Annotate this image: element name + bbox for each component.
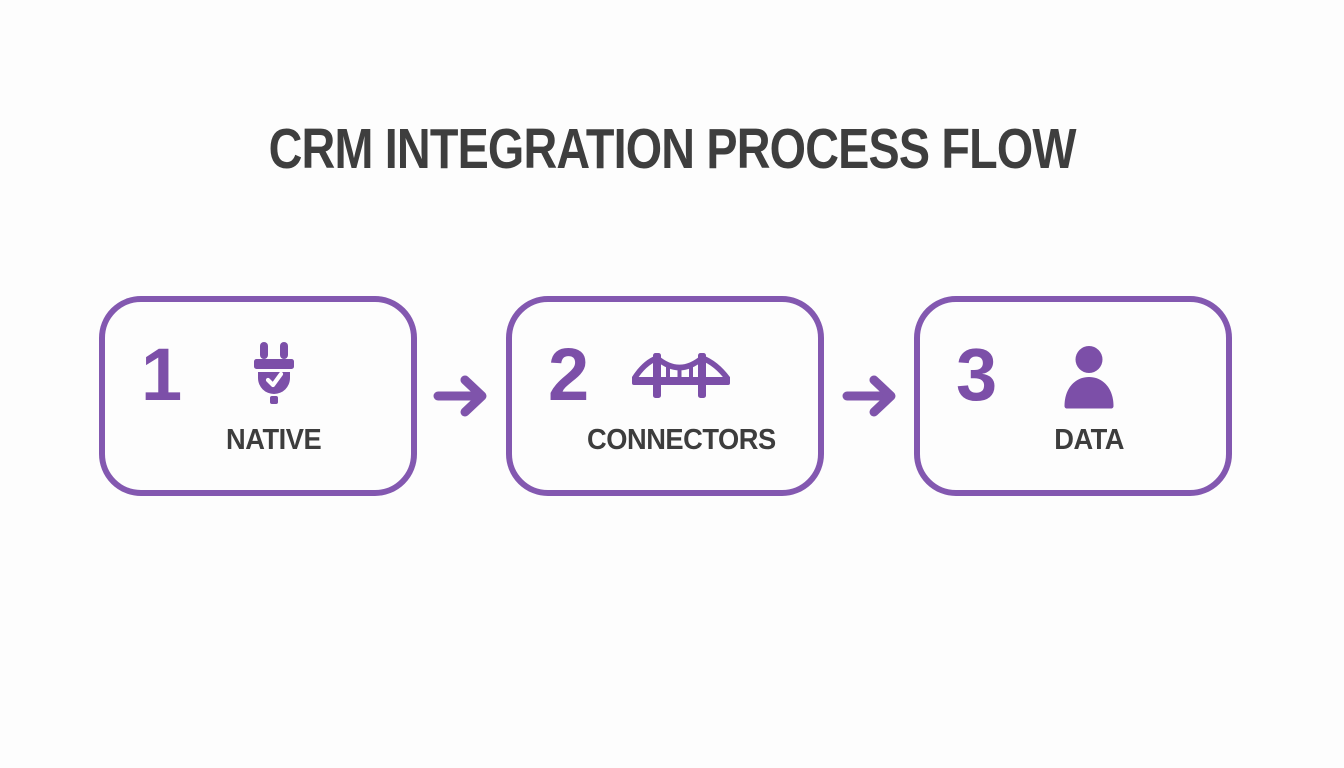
step-icon-wrap — [528, 350, 834, 400]
step-label: DATA — [936, 424, 1242, 457]
step-box-connectors: 2 CONNECTORS — [506, 296, 824, 496]
step-number: 2 — [548, 333, 590, 416]
step-box-data: 3 DATA — [914, 296, 1232, 496]
bridge-icon — [632, 350, 730, 400]
step-number: 1 — [141, 333, 183, 416]
person-icon — [1061, 344, 1117, 410]
page-title-text: CRM INTEGRATION PROCESS FLOW — [268, 117, 1076, 181]
step-label-text: CONNECTORS — [586, 424, 776, 456]
step-label-text: NATIVE — [226, 424, 322, 456]
step-number: 3 — [956, 333, 998, 416]
arrow-right-icon — [433, 372, 491, 420]
step-box-native: 1 NATIVE — [99, 296, 417, 496]
step-label: NATIVE — [121, 424, 427, 457]
arrow-right-icon — [842, 372, 900, 420]
step-label: CONNECTORS — [528, 424, 834, 457]
plug-check-icon — [246, 342, 302, 406]
step-icon-wrap — [121, 342, 427, 406]
page-title: CRM INTEGRATION PROCESS FLOW — [0, 121, 1344, 178]
step-icon-wrap — [936, 344, 1242, 410]
step-label-text: DATA — [1054, 424, 1124, 456]
